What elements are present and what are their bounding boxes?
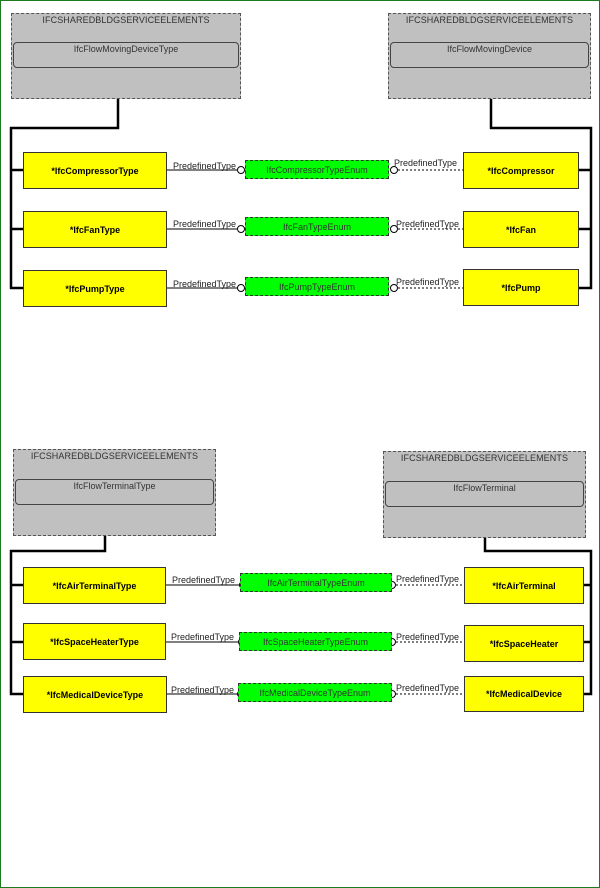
enum-pump-type[interactable]: IfcPumpTypeEnum — [245, 277, 389, 296]
entity-compressor-type[interactable]: *IfcCompressorType — [23, 152, 167, 189]
entity-compressor[interactable]: *IfcCompressor — [463, 152, 579, 189]
relation-label-left: PredefinedType — [173, 161, 237, 171]
schema-entity-name: IfcFlowMovingDeviceType — [13, 42, 239, 68]
schema-title: IFCSHAREDBLDGSERVICEELEMENTS — [405, 15, 574, 25]
schema-block-flow-moving-device[interactable]: IFCSHAREDBLDGSERVICEELEMENTS IfcFlowMovi… — [388, 13, 591, 99]
top-relationship-circles — [237, 166, 398, 292]
entity-medical-device[interactable]: *IfcMedicalDevice — [464, 676, 584, 712]
bottom-left-hierarchy-line — [9, 535, 107, 696]
entity-pump-type[interactable]: *IfcPumpType — [23, 270, 167, 307]
relation-label-right: PredefinedType — [396, 574, 460, 584]
relation-label-right: PredefinedType — [396, 277, 460, 287]
schema-block-flow-terminal[interactable]: IFCSHAREDBLDGSERVICEELEMENTS IfcFlowTerm… — [383, 451, 586, 538]
relation-label-left: PredefinedType — [171, 685, 235, 695]
schema-block-flow-terminal-type[interactable]: IFCSHAREDBLDGSERVICEELEMENTS IfcFlowTerm… — [13, 449, 216, 536]
relation-label-right: PredefinedType — [396, 219, 460, 229]
top-left-hierarchy-line — [9, 98, 120, 290]
enum-medical-device-type[interactable]: IfcMedicalDeviceTypeEnum — [238, 683, 392, 702]
relation-label-left: PredefinedType — [172, 575, 236, 585]
relation-label-right: PredefinedType — [396, 683, 460, 693]
relation-label-left: PredefinedType — [173, 279, 237, 289]
bottom-right-hierarchy-line — [483, 537, 593, 696]
enum-space-heater-type[interactable]: IfcSpaceHeaterTypeEnum — [239, 632, 392, 651]
schema-entity-name: IfcFlowTerminalType — [15, 479, 214, 505]
schema-entity-name: IfcFlowMovingDevice — [390, 42, 589, 68]
entity-medical-device-type[interactable]: *IfcMedicalDeviceType — [23, 676, 167, 713]
entity-pump[interactable]: *IfcPump — [463, 269, 579, 306]
bottom-relationship-lines — [166, 584, 464, 695]
entity-fan[interactable]: *IfcFan — [463, 211, 579, 248]
schema-entity-name: IfcFlowTerminal — [385, 481, 584, 507]
relation-label-right: PredefinedType — [394, 158, 458, 168]
entity-space-heater[interactable]: *IfcSpaceHeater — [464, 625, 584, 662]
enum-fan-type[interactable]: IfcFanTypeEnum — [245, 217, 389, 236]
relation-label-left: PredefinedType — [173, 219, 237, 229]
enum-compressor-type[interactable]: IfcCompressorTypeEnum — [245, 160, 389, 179]
entity-space-heater-type[interactable]: *IfcSpaceHeaterType — [23, 623, 166, 660]
schema-title: IFCSHAREDBLDGSERVICEELEMENTS — [30, 451, 199, 461]
entity-air-terminal[interactable]: *IfcAirTerminal — [464, 567, 584, 604]
top-relationship-lines — [167, 169, 463, 289]
enum-air-terminal-type[interactable]: IfcAirTerminalTypeEnum — [240, 573, 392, 592]
schema-title: IFCSHAREDBLDGSERVICEELEMENTS — [400, 453, 569, 463]
relation-label-right: PredefinedType — [396, 632, 460, 642]
entity-fan-type[interactable]: *IfcFanType — [23, 211, 167, 248]
relation-label-left: PredefinedType — [171, 632, 235, 642]
schema-block-flow-moving-device-type[interactable]: IFCSHAREDBLDGSERVICEELEMENTS IfcFlowMovi… — [11, 13, 241, 99]
entity-air-terminal-type[interactable]: *IfcAirTerminalType — [23, 567, 166, 604]
top-right-hierarchy-line — [489, 98, 593, 290]
schema-title: IFCSHAREDBLDGSERVICEELEMENTS — [42, 15, 210, 25]
